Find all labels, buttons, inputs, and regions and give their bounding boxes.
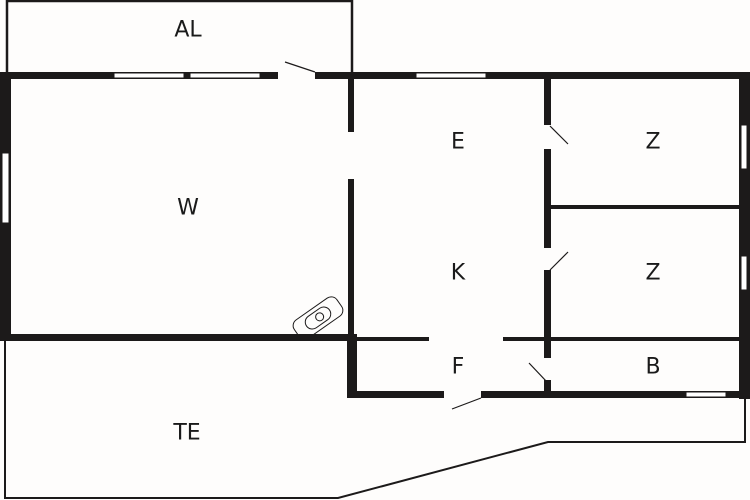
room-label-b: B (645, 355, 660, 380)
room-label-z1: Z (645, 130, 660, 155)
room-label-k: K (451, 261, 466, 286)
windows (1, 72, 748, 398)
room-label-w: W (177, 196, 199, 221)
room-label-e: E (451, 130, 465, 155)
interior-walls (348, 72, 739, 391)
room-label-te: TE (172, 421, 200, 446)
room-labels: AL W E Z K Z F B TE (172, 18, 660, 446)
balcony-outline (5, 0, 354, 74)
room-label-z2: Z (645, 261, 660, 286)
terrace-outline (4, 338, 746, 499)
room-label-al: AL (174, 18, 202, 43)
exterior-walls (0, 72, 750, 399)
doors (278, 61, 569, 410)
stove-icon (292, 296, 344, 340)
room-label-f: F (452, 355, 465, 380)
